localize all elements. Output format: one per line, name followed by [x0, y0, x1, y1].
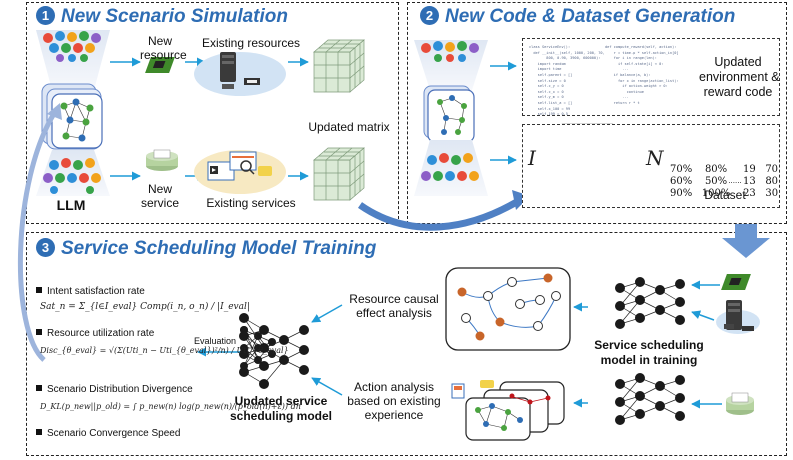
- panel-code-dataset-generation: [407, 2, 787, 224]
- p3-service-icon: [726, 392, 754, 415]
- chip-small-icon: [222, 78, 260, 89]
- p2-funnel-top: [414, 40, 488, 90]
- new-service-icon: [146, 149, 178, 171]
- dataset-box: [522, 124, 780, 208]
- down-arrow-to-training: [722, 224, 770, 258]
- code-snippet-left: class ServiceEnv(): def __init__(self, 1…: [529, 45, 605, 117]
- causal-graph: [445, 267, 571, 351]
- code-snippet-right: def compute_reward(self, action): r = ti…: [605, 45, 679, 105]
- action-stack: [465, 381, 565, 441]
- p2-funnel-bottom: [414, 140, 488, 196]
- panel-model-training: [26, 232, 787, 456]
- arrow-action-to-model: [311, 377, 343, 396]
- existing-resources-ellipse: [194, 52, 286, 96]
- server-icon: [220, 52, 236, 82]
- feedback-arrow: [17, 110, 58, 362]
- llm-funnel-bottom: [36, 150, 110, 196]
- panel-new-scenario-simulation: [26, 2, 399, 224]
- dataset-dots: ......: [728, 176, 742, 185]
- label-updated-matrix: Updated matrix: [308, 120, 390, 134]
- formula-dkl: D_KL(p_new||p_old) = ∫ p_new(n) log(p_ne…: [40, 402, 301, 411]
- label-llm: LLM: [56, 197, 86, 213]
- training-network-top: [615, 277, 685, 329]
- label-dataset: Dataset: [704, 188, 746, 202]
- formula-sat: Sat_n = Σ_{l∈I_eval} Comp(i_n, o_n) / |I…: [40, 302, 250, 312]
- p2-network-stack: [423, 85, 475, 143]
- p3-chip-icon: [721, 274, 751, 290]
- service-windows-icon: [207, 151, 272, 181]
- metric-intent-satisfaction: Intent satisfaction rate: [36, 286, 145, 297]
- label-evaluation: Evaluation: [193, 336, 237, 346]
- metric-resource-utilization: Resource utilization rate: [36, 328, 154, 339]
- code-box: class ServiceEnv(): def __init__(self, 1…: [522, 38, 780, 116]
- metric-distribution-divergence: Scenario Distribution Divergence: [36, 384, 193, 395]
- service-matrix-cube: [313, 147, 365, 201]
- llm-funnel-top: [36, 30, 110, 90]
- arrow-causal-to-model: [311, 304, 343, 323]
- updated-matrix-cube: [313, 39, 365, 93]
- training-network-bottom: [615, 373, 685, 425]
- formula-disc: Disc_{θ_eval} = √(Σ(Uti_n − Uti_{θ_eval}…: [40, 346, 289, 355]
- llm-network-stack: [41, 83, 103, 150]
- input-symbol: I: [528, 146, 536, 170]
- curved-arrow-to-dataset: [357, 196, 522, 231]
- metric-convergence-speed: Scenario Convergence Speed: [36, 428, 180, 439]
- agent-icons-top: [43, 31, 101, 62]
- label-existing-services: Existing services: [206, 196, 296, 210]
- action-windows-icon: [451, 380, 494, 399]
- updated-model-network-full: [239, 313, 309, 389]
- output-symbol: N: [646, 146, 664, 170]
- existing-services-ellipse: [194, 150, 286, 194]
- label-existing-resources: Existing resources: [201, 36, 301, 50]
